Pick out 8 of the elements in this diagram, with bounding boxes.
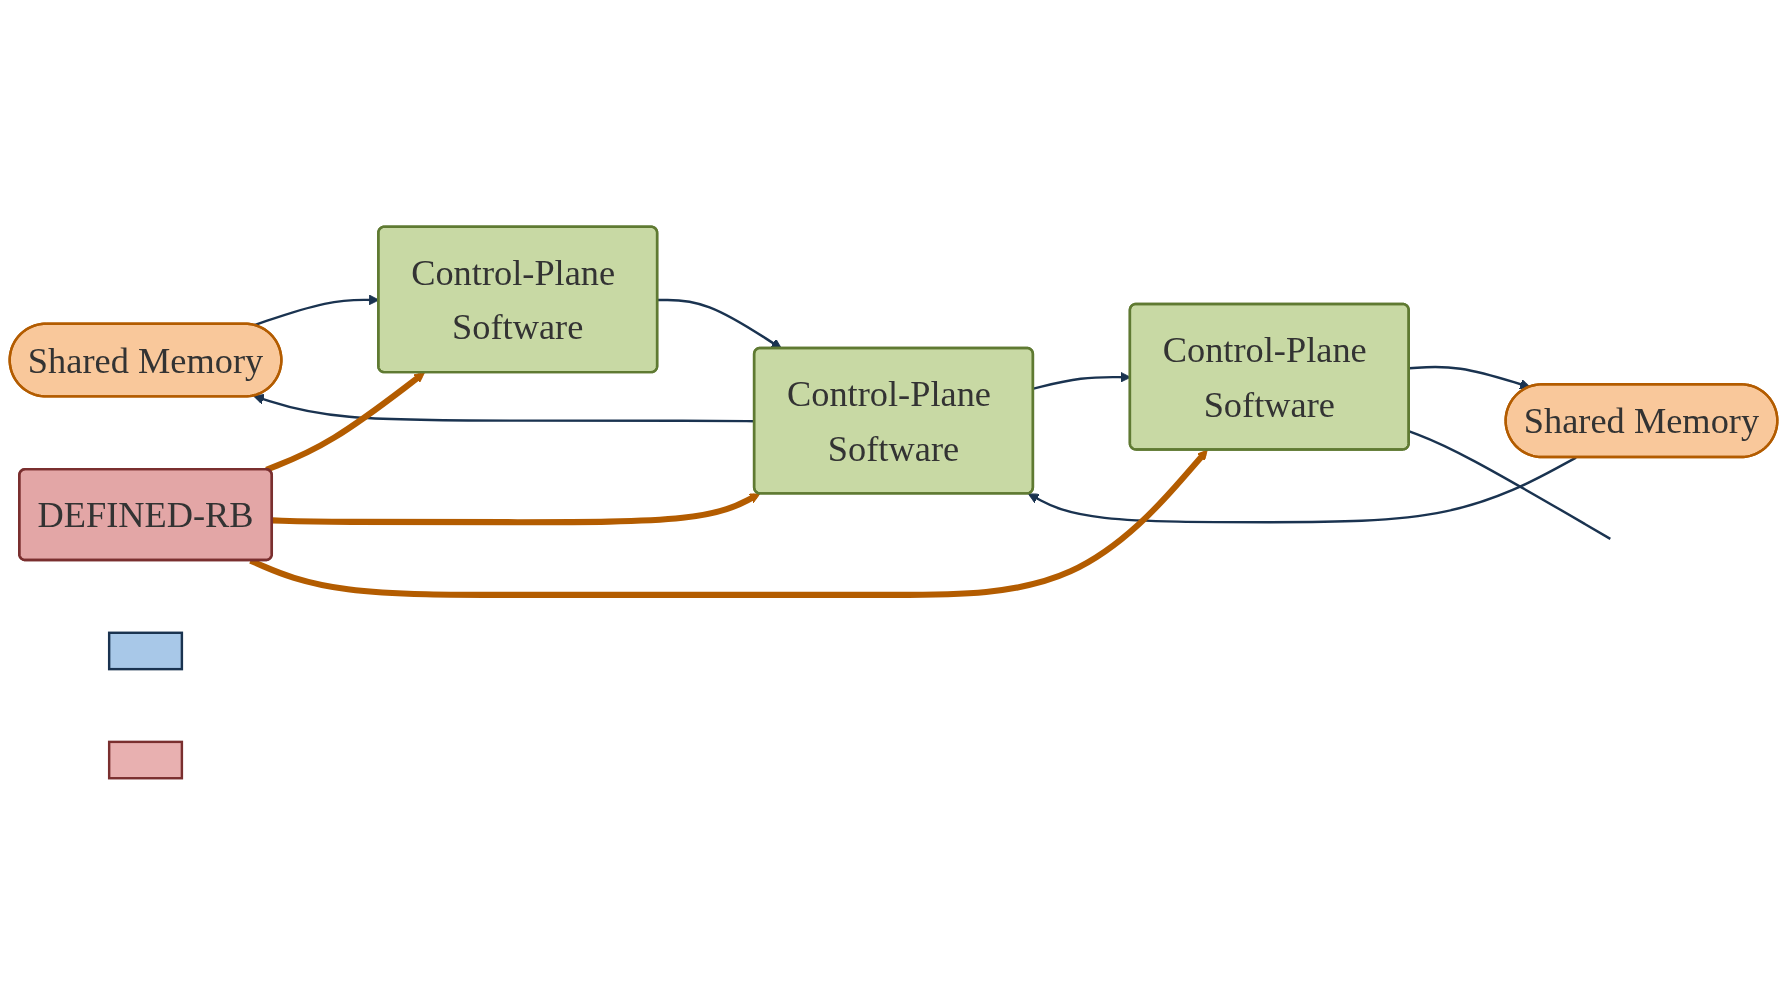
node-box	[107, 631, 184, 671]
arrow	[1409, 365, 1531, 390]
connector	[1408, 430, 1611, 540]
arrow	[253, 393, 755, 423]
arrow	[249, 449, 1208, 598]
arrow	[265, 372, 425, 473]
node-box	[107, 740, 184, 780]
arrow	[272, 493, 761, 526]
